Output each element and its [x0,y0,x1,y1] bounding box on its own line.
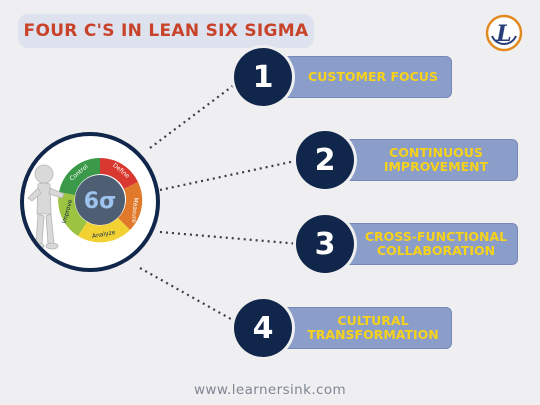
figure-person [27,164,65,250]
dmaic-cycle: 6σ Define Measure Analyze Improve Contro… [27,157,143,250]
learnersink-logo: L [485,14,523,52]
item-box: CULTURAL TRANSFORMATION [264,307,452,349]
item-label: CULTURAL TRANSFORMATION [307,313,439,342]
footer-url: www.learnersink.com [193,382,347,398]
item-box: CROSS-FUNCTIONAL COLLABORATION [324,223,518,265]
connector-4 [139,267,239,324]
logo-letter: L [495,21,511,47]
item-box: CONTINUOUS IMPROVEMENT [324,139,518,181]
cycle-improve [58,192,87,236]
connector-3 [159,230,301,246]
cycle-measure [118,182,143,230]
connector-1 [149,81,239,149]
item-box: CUSTOMER FOCUS [264,56,452,98]
item-number-badge: 4 [234,299,292,357]
svg-text:Analyze: Analyze [91,229,116,240]
item-number-badge: 3 [296,215,354,273]
six-sigma-illustration: 6σ Define Measure Analyze Improve Contro… [20,132,160,272]
cycle-define [100,157,138,189]
item-number-badge: 2 [296,131,354,189]
connector-2 [159,158,301,192]
item-label: CROSS-FUNCTIONAL COLLABORATION [364,229,508,258]
sigma-symbol: 6σ [84,189,116,214]
page-title: FOUR C'S IN LEAN SIX SIGMA [18,14,314,48]
item-number-badge: 1 [234,48,292,106]
svg-text:Measure: Measure [130,197,139,223]
item-label: CUSTOMER FOCUS [308,69,438,84]
item-label: CONTINUOUS IMPROVEMENT [383,145,489,174]
cycle-control [59,158,100,195]
cycle-analyze [78,218,130,243]
